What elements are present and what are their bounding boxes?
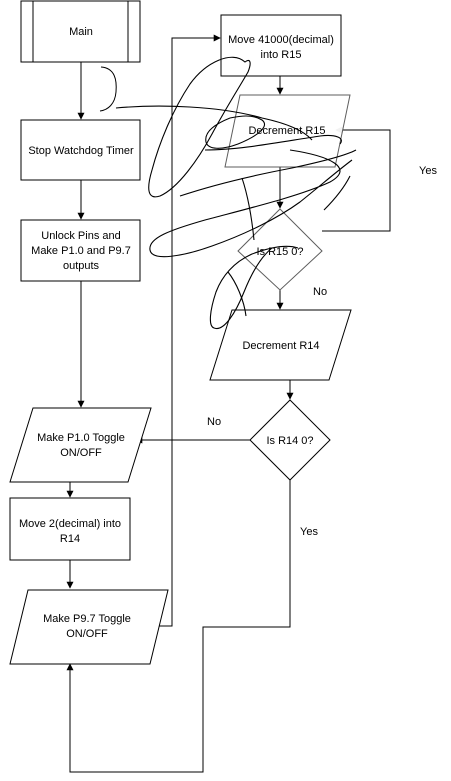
- node-main: Main: [20, 0, 141, 63]
- edge-label-no-r15: No: [313, 286, 327, 298]
- edge-isr14-yes-to-togglep97: [66, 480, 291, 773]
- node-move-41000-line2: into R15: [261, 49, 302, 61]
- node-move-2-line1: Move 2(decimal) into: [19, 518, 121, 530]
- edge-label-yes-r15: Yes: [419, 165, 437, 177]
- node-main-label: Main: [69, 26, 93, 38]
- node-toggle-p97: Make P9.7 Toggle ON/OFF: [9, 589, 169, 665]
- node-unlock-pins: Unlock Pins and Make P1.0 and P9.7 outpu…: [20, 219, 141, 282]
- edge-togglep97-to-move41000: [150, 34, 221, 627]
- node-unlock-pins-line1: Unlock Pins and: [41, 230, 121, 242]
- node-decrement-r14: Decrement R14: [209, 309, 352, 381]
- node-decrement-r14-label: Decrement R14: [242, 340, 319, 352]
- node-move-41000-line1: Move 41000(decimal): [228, 34, 334, 46]
- edge-label-no-r14: No: [207, 416, 221, 428]
- node-is-r14-zero: Is R14 0?: [249, 399, 331, 481]
- node-stop-watchdog: Stop Watchdog Timer: [20, 119, 141, 181]
- edge-stray-bracket: [99, 66, 117, 112]
- connectors: [66, 34, 391, 773]
- node-unlock-pins-line3: outputs: [63, 260, 100, 272]
- edge-label-yes-r14: Yes: [300, 526, 318, 538]
- node-toggle-p97-line1: Make P9.7 Toggle: [43, 613, 131, 625]
- node-toggle-p10-line2: ON/OFF: [60, 447, 102, 459]
- node-decrement-r15-label: Decrement R15: [248, 125, 325, 137]
- node-move-2: Move 2(decimal) into R14: [9, 497, 131, 561]
- node-toggle-p10-line1: Make P1.0 Toggle: [37, 432, 125, 444]
- edge-isr15-yes-loop: [322, 126, 391, 232]
- node-stop-watchdog-label: Stop Watchdog Timer: [28, 145, 134, 157]
- node-decrement-r15: Decrement R15: [224, 94, 351, 168]
- node-toggle-p10: Make P1.0 Toggle ON/OFF: [9, 407, 152, 483]
- scribble-overlay: [115, 56, 357, 329]
- node-is-r14-zero-label: Is R14 0?: [266, 435, 313, 447]
- node-unlock-pins-line2: Make P1.0 and P9.7: [31, 245, 131, 257]
- node-move-2-line2: R14: [60, 533, 80, 545]
- node-toggle-p97-line2: ON/OFF: [66, 628, 108, 640]
- node-move-41000: Move 41000(decimal) into R15: [220, 14, 342, 77]
